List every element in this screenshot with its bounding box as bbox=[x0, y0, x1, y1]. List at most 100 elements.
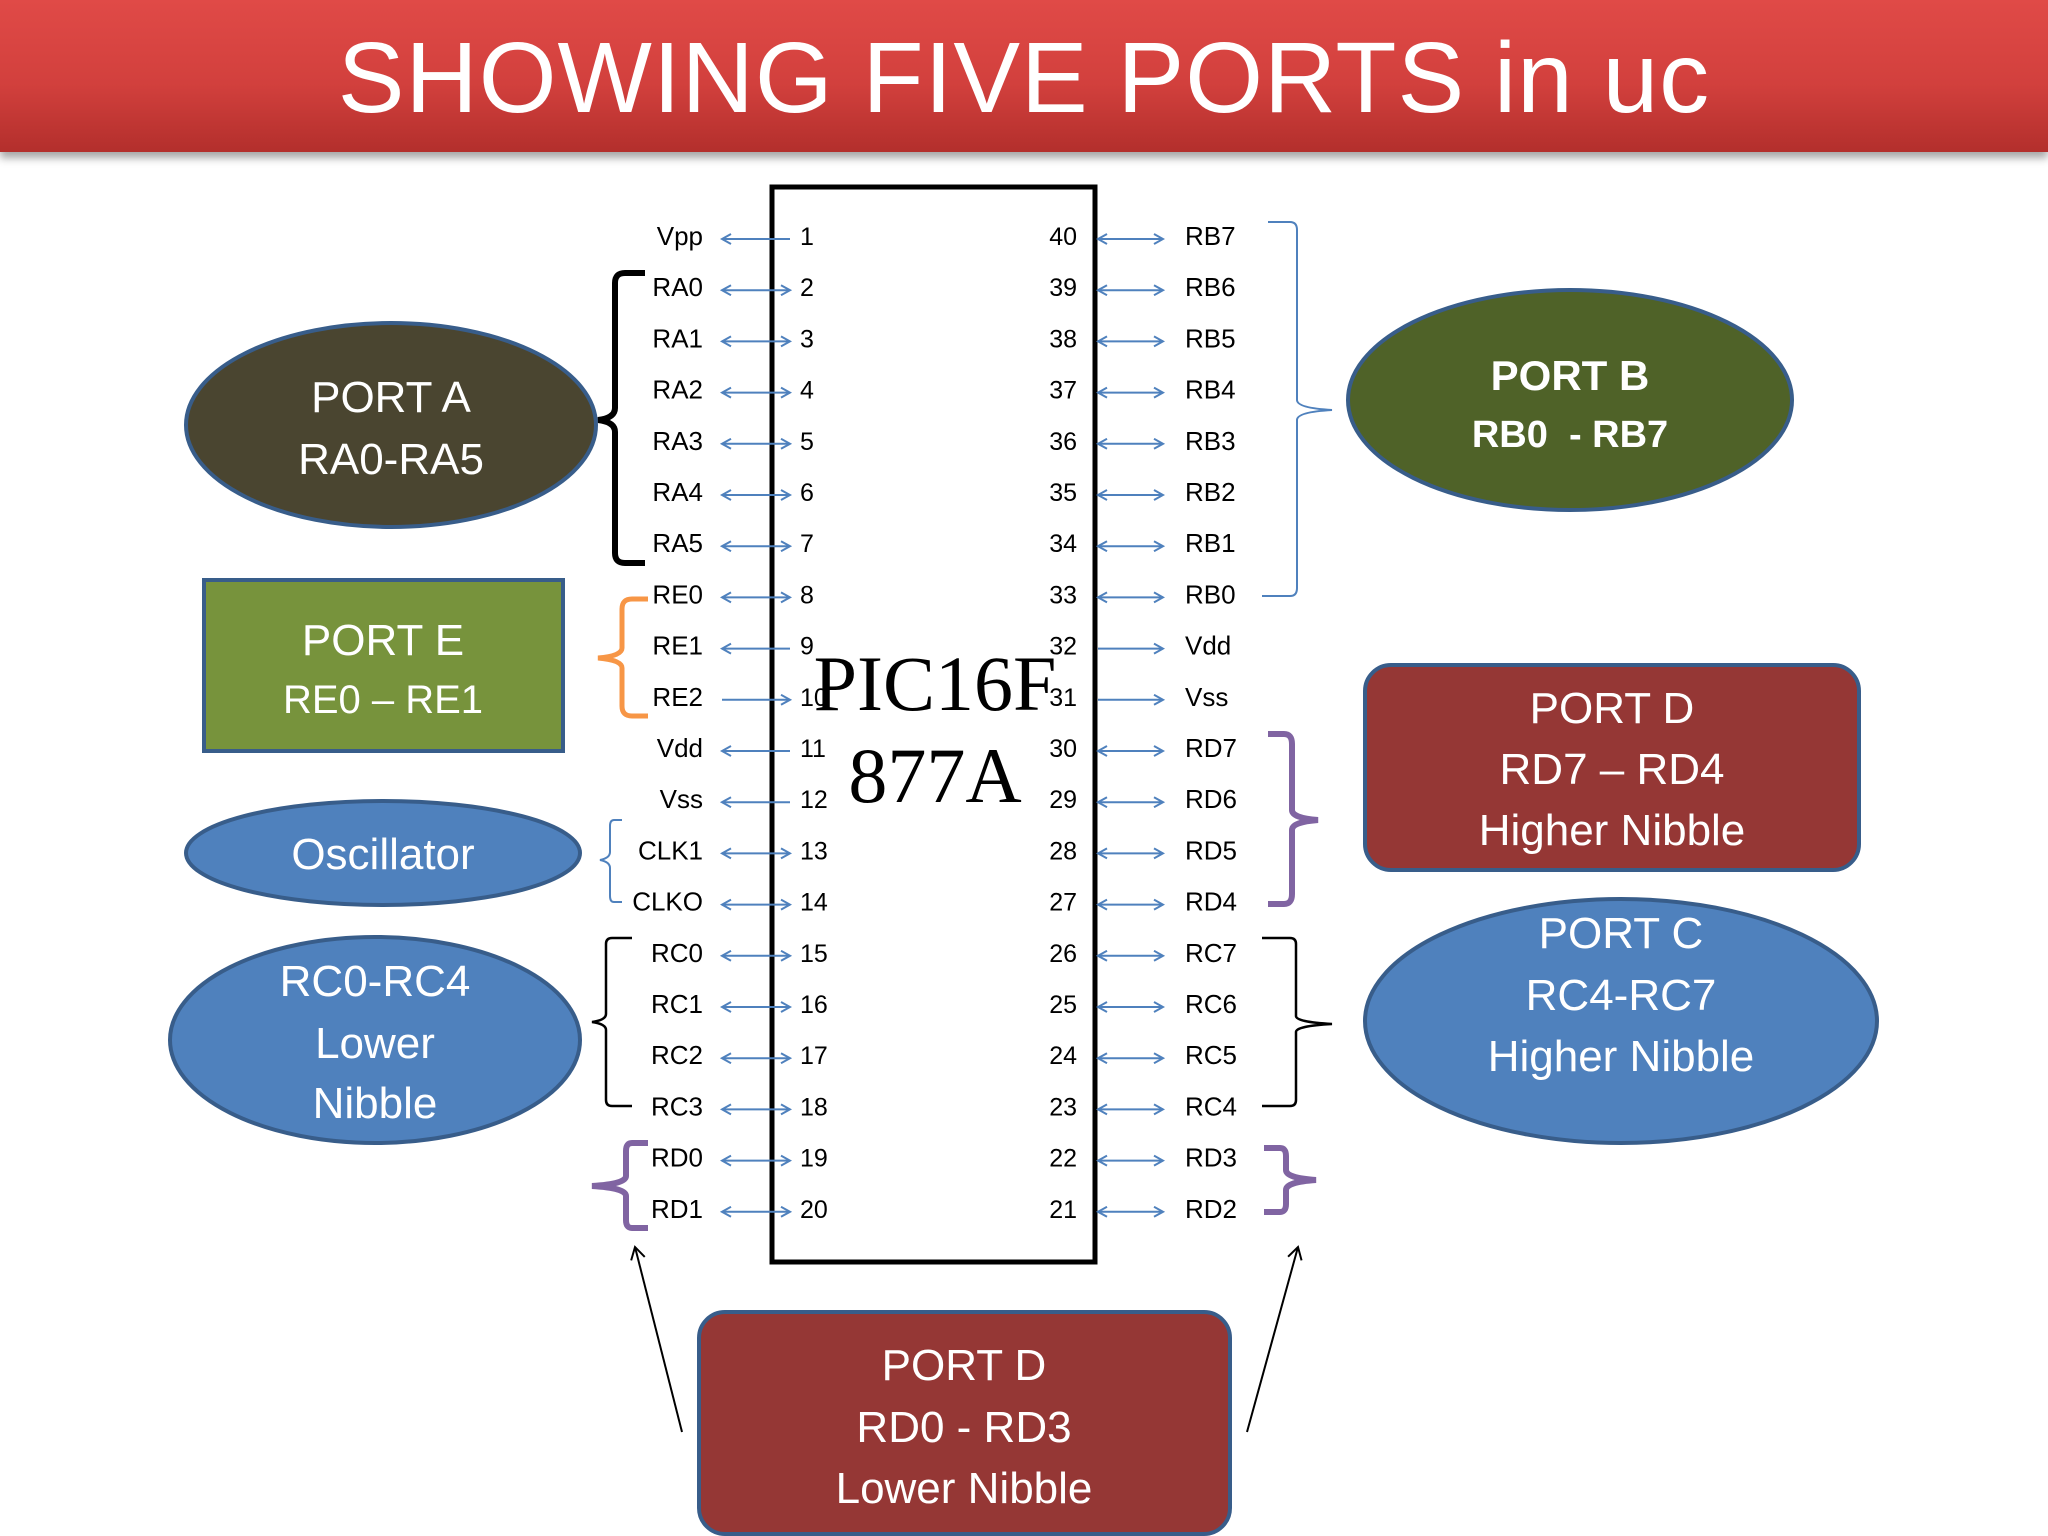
pin-24-number: 24 bbox=[1049, 1042, 1077, 1070]
pin-27-label: RD4 bbox=[1185, 887, 1237, 917]
slide-title: SHOWING FIVE PORTS in uc bbox=[337, 22, 1711, 134]
pin-4-label: RA2 bbox=[652, 375, 703, 405]
pin-15-label: RC0 bbox=[651, 938, 703, 968]
pin-38-number: 38 bbox=[1049, 325, 1077, 353]
pin-34-label: RB1 bbox=[1185, 528, 1236, 558]
pin-29-label: RD6 bbox=[1185, 784, 1237, 814]
port-c-low-bracket bbox=[591, 936, 632, 1108]
pin-9-label: RE1 bbox=[652, 631, 703, 661]
pin-37-number: 37 bbox=[1049, 377, 1077, 405]
pin-1-label: Vpp bbox=[657, 221, 703, 251]
pin-27-number: 27 bbox=[1049, 889, 1077, 917]
title-bar: SHOWING FIVE PORTS in uc bbox=[0, 0, 2048, 152]
pin-13-label: CLK1 bbox=[638, 835, 703, 865]
port-a-range: RA0-RA5 bbox=[298, 435, 484, 484]
pin-30: 30 RD7 bbox=[1049, 733, 1237, 763]
port-b-range: RB0 - RB7 bbox=[1472, 414, 1668, 456]
pin-39-number: 39 bbox=[1049, 274, 1077, 302]
pin-16-number: 16 bbox=[800, 991, 828, 1019]
pin-35: 35 RB2 bbox=[1049, 477, 1235, 507]
pin-35-label: RB2 bbox=[1185, 477, 1236, 507]
port-d-low-nibble: Lower Nibble bbox=[836, 1464, 1093, 1513]
port-c-low-callout: RC0-RC4 Lower Nibble bbox=[168, 935, 582, 1145]
pin-20-label: RD1 bbox=[651, 1194, 703, 1224]
pin-24: 24 RC5 bbox=[1049, 1040, 1237, 1070]
pin-20-number: 20 bbox=[800, 1196, 828, 1224]
pin-25: 25 RC6 bbox=[1049, 989, 1237, 1019]
pin-35-number: 35 bbox=[1049, 479, 1077, 507]
port-d-high-callout: PORT D RD7 – RD4 Higher Nibble bbox=[1363, 663, 1861, 872]
port-a-callout: PORT A RA0-RA5 bbox=[184, 321, 598, 529]
pin-32-label: Vdd bbox=[1185, 631, 1231, 661]
pin-34-number: 34 bbox=[1049, 530, 1077, 558]
pin-13-number: 13 bbox=[800, 837, 828, 865]
pin-40: 40 RB7 bbox=[1049, 221, 1235, 251]
pin-19-number: 19 bbox=[800, 1145, 828, 1173]
pin-25-label: RC6 bbox=[1185, 989, 1237, 1019]
pin-12-label: Vss bbox=[660, 784, 703, 814]
pin-40-number: 40 bbox=[1049, 223, 1077, 251]
port-d-low-bracket bbox=[591, 1140, 648, 1231]
pin-18-number: 18 bbox=[800, 1093, 828, 1121]
port-d-high-bracket bbox=[1268, 731, 1319, 907]
port-d-low-callout: PORT D RD0 - RD3 Lower Nibble bbox=[697, 1310, 1232, 1536]
pin-28-number: 28 bbox=[1049, 837, 1077, 865]
pin-9-number: 9 bbox=[800, 633, 814, 661]
pin-15-number: 15 bbox=[800, 940, 828, 968]
pin-36-number: 36 bbox=[1049, 428, 1077, 456]
pin-12-number: 12 bbox=[800, 786, 828, 814]
pin-36-label: RB3 bbox=[1185, 426, 1236, 456]
pin-17-number: 17 bbox=[800, 1042, 828, 1070]
pin-9: 9 RE1 bbox=[652, 631, 813, 661]
pin-26-number: 26 bbox=[1049, 940, 1077, 968]
pin-23-label: RC4 bbox=[1185, 1091, 1237, 1121]
pin-16-label: RC1 bbox=[651, 989, 703, 1019]
pin-32-number: 32 bbox=[1049, 633, 1077, 661]
pin-26-label: RC7 bbox=[1185, 938, 1237, 968]
pin-29-number: 29 bbox=[1049, 786, 1077, 814]
pin-24-label: RC5 bbox=[1185, 1040, 1237, 1070]
pin-3-number: 3 bbox=[800, 325, 814, 353]
port-d-right-bracket bbox=[1264, 1145, 1317, 1215]
pin-8-number: 8 bbox=[800, 581, 814, 609]
pin-5-number: 5 bbox=[800, 428, 814, 456]
pin-6-number: 6 bbox=[800, 479, 814, 507]
port-e-range: RE0 – RE1 bbox=[283, 678, 483, 722]
pin-5-label: RA3 bbox=[652, 426, 703, 456]
port-e-title: PORT E bbox=[302, 616, 464, 665]
pin-13: 13 CLK1 bbox=[638, 835, 828, 865]
port-b-title: PORT B bbox=[1491, 352, 1650, 399]
pin-11-label: Vdd bbox=[657, 733, 703, 763]
pin-39-label: RB6 bbox=[1185, 272, 1236, 302]
oscillator-callout: Oscillator bbox=[184, 799, 582, 907]
pin-1-number: 1 bbox=[800, 223, 814, 251]
pin-40-label: RB7 bbox=[1185, 221, 1236, 251]
pin-31-number: 31 bbox=[1049, 684, 1077, 712]
pin-10-label: RE2 bbox=[652, 682, 703, 712]
port-d-high-nibble: Higher Nibble bbox=[1479, 806, 1746, 855]
pin-31-label: Vss bbox=[1185, 682, 1228, 712]
port-e-bracket bbox=[597, 596, 648, 719]
pin-25-number: 25 bbox=[1049, 991, 1077, 1019]
port-d-low-title: PORT D bbox=[882, 1341, 1047, 1390]
chip-name-line2: 877A bbox=[848, 732, 1021, 819]
pin-30-number: 30 bbox=[1049, 735, 1077, 763]
pin-7-label: RA5 bbox=[652, 528, 703, 558]
port-d-high-title: PORT D bbox=[1530, 684, 1695, 733]
pin-30-label: RD7 bbox=[1185, 733, 1237, 763]
port-c-high-title: PORT C bbox=[1539, 909, 1704, 958]
pin-12: 12 Vss bbox=[660, 784, 828, 814]
